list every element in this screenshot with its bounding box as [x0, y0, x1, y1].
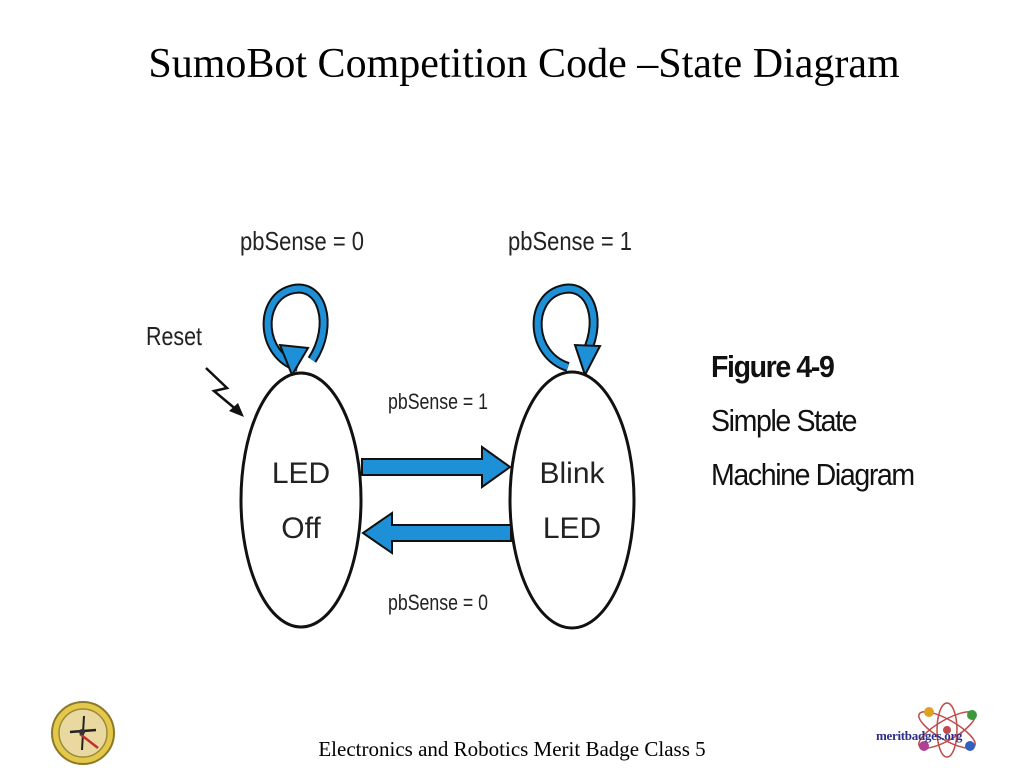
state-led-off — [239, 371, 363, 629]
state-blink-led-line1: Blink — [539, 457, 605, 490]
state-led-off-line2: Off — [281, 512, 321, 545]
footer-text: Electronics and Robotics Merit Badge Cla… — [318, 737, 706, 761]
transition-label-to-blink: pbSense = 1 — [388, 389, 488, 414]
figure-caption-line1: Simple State — [711, 403, 858, 438]
transition-arrow-to-blink — [361, 445, 512, 489]
slide-title: SumoBot Competition Code –State Diagram — [148, 41, 900, 87]
figure-caption: Figure 4-9 Simple State Machine Diagram — [711, 340, 915, 502]
state-diagram: pbSense = 0 pbSense = 1 Reset LED Off Bl… — [146, 226, 636, 630]
merit-badge-icon — [51, 701, 115, 765]
figure-caption-line2: Machine Diagram — [711, 457, 915, 492]
self-loop-blink-led — [532, 283, 602, 378]
reset-arrow — [205, 367, 244, 417]
self-loop-led-off — [262, 283, 329, 378]
state-blink-led-line2: LED — [543, 512, 601, 545]
figure-number: Figure 4-9 — [711, 349, 835, 384]
self-loop-label-led-off: pbSense = 0 — [240, 226, 364, 256]
state-blink-led — [508, 370, 636, 630]
meritbadges-logo-text: meritbadges.org — [876, 728, 963, 743]
self-loop-label-blink-led: pbSense = 1 — [508, 226, 632, 256]
state-led-off-line1: LED — [272, 457, 330, 490]
transition-label-to-off: pbSense = 0 — [388, 590, 488, 615]
transition-arrow-to-off — [361, 511, 512, 555]
reset-label: Reset — [146, 321, 203, 351]
meritbadges-logo — [918, 702, 977, 758]
